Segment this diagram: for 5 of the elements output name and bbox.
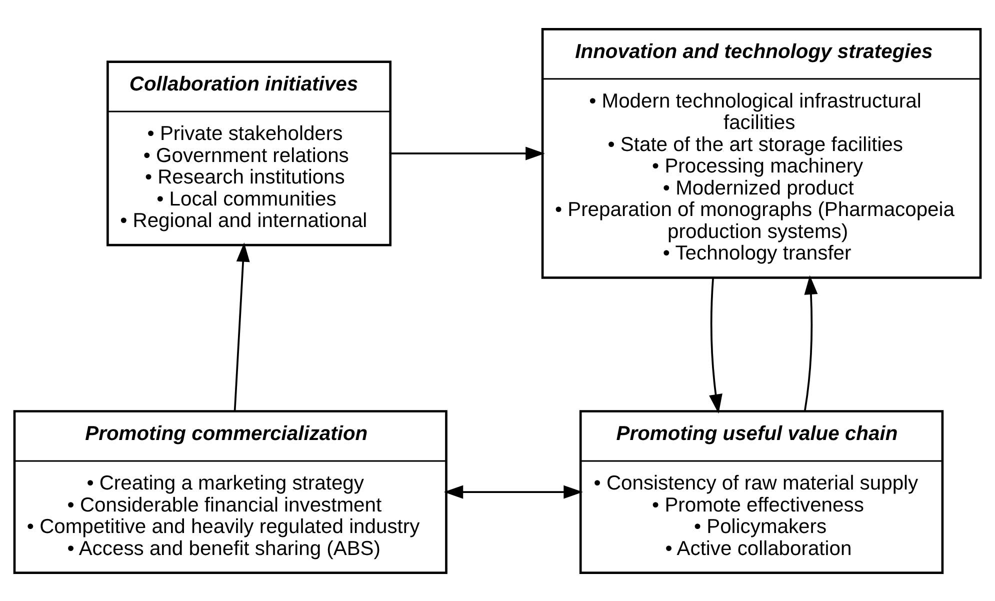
arrow [390, 146, 545, 160]
arrow [804, 274, 818, 410]
arrow [234, 242, 250, 410]
arrow [709, 277, 722, 414]
arrow [444, 484, 583, 498]
